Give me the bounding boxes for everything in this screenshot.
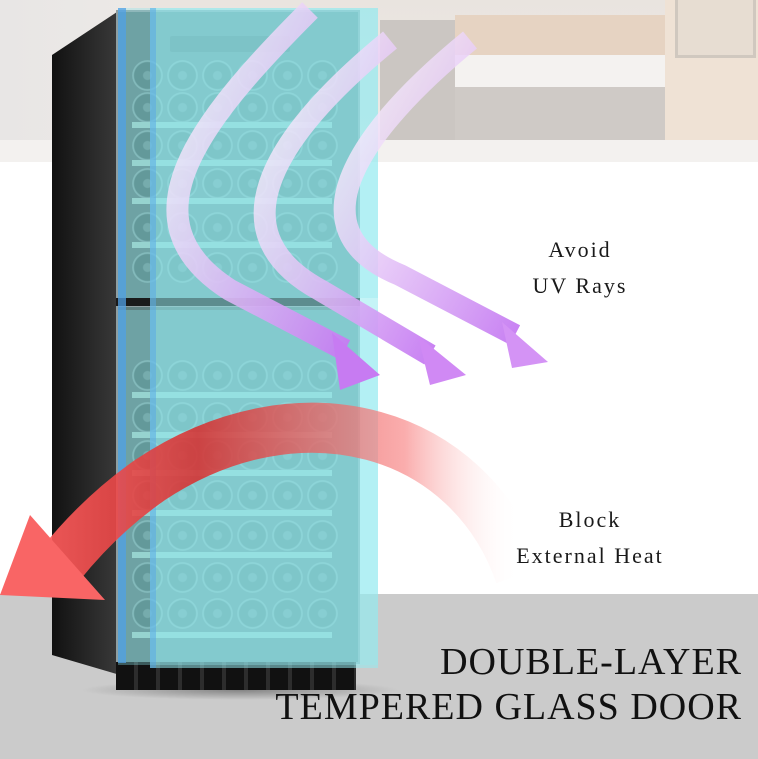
kitchen-backsplash — [455, 55, 665, 87]
uv-callout-line1: Avoid — [548, 237, 612, 262]
headline-line2: TEMPERED GLASS DOOR — [275, 686, 742, 728]
heat-arrow-icon — [0, 402, 544, 600]
uv-arrow-icon — [333, 31, 548, 368]
kitchen-lower-cabinet — [455, 87, 665, 145]
kitchen-window — [675, 0, 756, 58]
kitchen-upper-cabinet — [455, 15, 665, 55]
heat-callout-line1: Block — [558, 507, 622, 532]
uv-arrow-icon — [166, 2, 380, 390]
uv-arrow-icon — [253, 31, 466, 385]
glass-edge-blue-2 — [150, 8, 156, 668]
uv-callout-line2: UV Rays — [532, 273, 628, 298]
glass-edge-blue — [118, 8, 126, 663]
headline-line1: DOUBLE-LAYER — [440, 641, 742, 683]
heat-callout: Block External Heat — [490, 502, 690, 574]
uv-callout: Avoid UV Rays — [500, 232, 660, 304]
heat-callout-line2: External Heat — [516, 543, 664, 568]
